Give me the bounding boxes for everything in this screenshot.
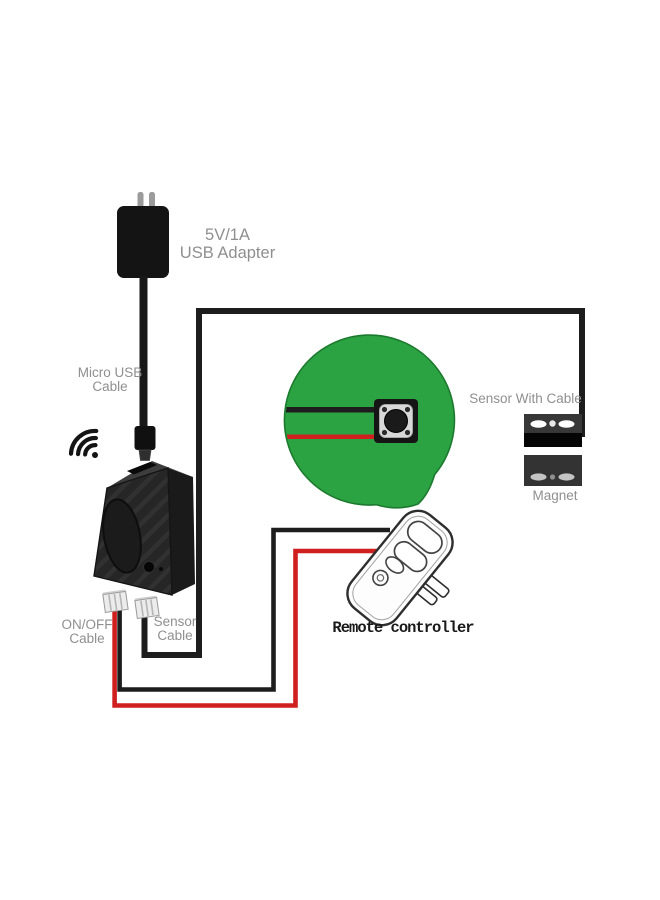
magnet-block xyxy=(524,455,582,486)
sensor-cable-label: Sensor Cable xyxy=(130,615,220,643)
micro-usb-label-line1: Micro USB xyxy=(77,365,143,380)
micro-usb-plug xyxy=(134,426,156,461)
usb-adapter-label: 5V/1A USB Adapter xyxy=(155,226,300,262)
sensor-cable-label-line2: Cable xyxy=(157,628,193,643)
onoff-label-line1: ON/OFF xyxy=(61,617,113,632)
micro-usb-label-line2: Cable xyxy=(92,379,128,394)
sensor-with-cable-label: Sensor With Cable xyxy=(469,391,582,406)
device-usb-port xyxy=(127,462,157,475)
device-side-face xyxy=(168,468,195,595)
adapter-body xyxy=(117,206,169,278)
magnet-label: Magnet xyxy=(532,488,578,503)
remote-controller xyxy=(346,509,454,627)
wifi-icon xyxy=(68,428,99,458)
bubble-wire-black xyxy=(285,407,376,413)
door-sensor xyxy=(524,414,582,447)
push-button xyxy=(374,399,418,443)
device-led xyxy=(159,567,163,571)
remote-controller-label: Remote controller xyxy=(332,619,474,637)
usb-adapter-label-line1: 5V/1A xyxy=(205,226,250,244)
remote-button-small xyxy=(385,556,405,574)
sensor-cable-label-line1: Sensor xyxy=(153,614,197,629)
speech-bubble xyxy=(283,334,456,509)
sensor-connector xyxy=(134,595,160,620)
smart-switch-device xyxy=(93,461,195,596)
onoff-cable-label: ON/OFF Cable xyxy=(42,618,132,646)
onoff-label-line2: Cable xyxy=(69,631,105,646)
remote-button-large xyxy=(393,540,428,573)
remote-button-ring xyxy=(372,569,389,587)
device-oval-recess xyxy=(102,498,142,574)
device-button xyxy=(143,561,155,573)
micro-usb-cable-label: Micro USB Cable xyxy=(60,366,160,394)
usb-adapter-label-line2: USB Adapter xyxy=(179,244,276,262)
onoff-wire-black xyxy=(117,527,390,692)
bubble-wire-red xyxy=(285,434,378,439)
usb-adapter xyxy=(117,192,169,278)
remote-button-large xyxy=(406,520,443,555)
onoff-connector xyxy=(102,589,129,614)
onoff-wire-red xyxy=(112,548,378,708)
